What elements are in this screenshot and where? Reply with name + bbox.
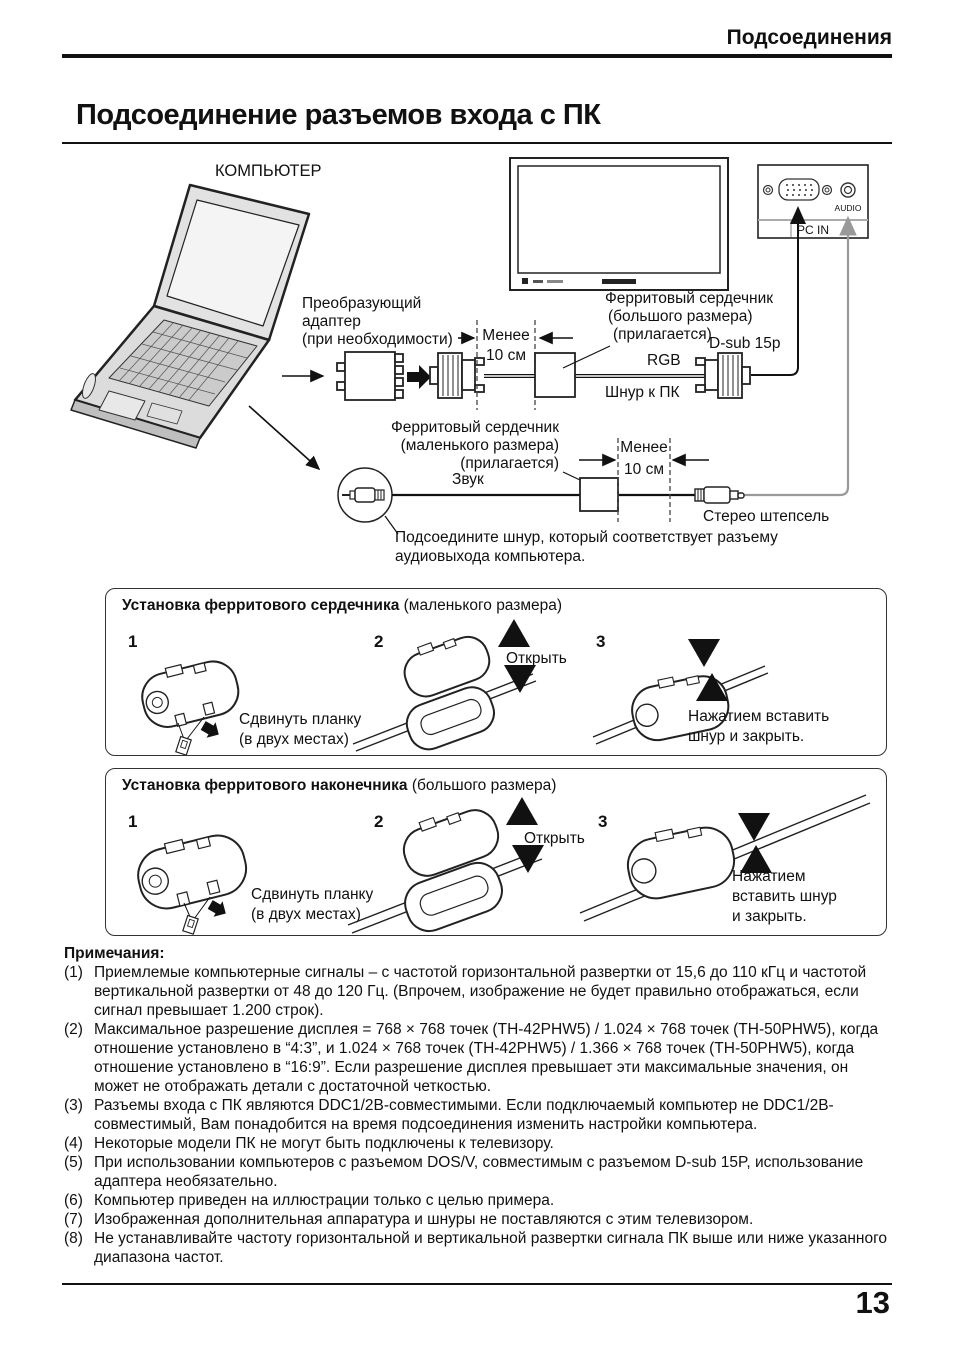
svg-text:2: 2 <box>374 632 383 651</box>
laptop-to-audio-arrow <box>248 405 321 471</box>
note-item: (6) Компьютер приведен на иллюстрации то… <box>64 1192 555 1209</box>
audio-label: AUDIO <box>835 203 862 213</box>
note-item: (5) При использовании компьютеров с разъ… <box>64 1154 864 1190</box>
box2-step2-core <box>347 809 543 934</box>
vga-connector-left <box>429 352 485 399</box>
dsub-port <box>778 178 820 201</box>
svg-text:(большого размера): (большого размера) <box>608 308 753 325</box>
dimension-10cm-audio: Менее 10 см <box>579 438 709 522</box>
svg-text:10 см: 10 см <box>486 347 526 364</box>
svg-text:(в двух местах): (в двух местах) <box>239 731 349 748</box>
svg-text:(в двух местах): (в двух местах) <box>251 906 361 923</box>
note-item: (1) Приемлемые компьютерные сигналы – с … <box>64 964 867 1019</box>
svg-text:Подсоедините шнур, который соо: Подсоедините шнур, который соответствует… <box>395 529 778 546</box>
svg-text:1: 1 <box>128 632 137 651</box>
svg-text:(при необходимости): (при необходимости) <box>302 331 453 348</box>
svg-text:1: 1 <box>128 812 137 831</box>
ferrite-large-pointer <box>562 345 611 369</box>
notes-heading: Примечания: <box>64 945 165 962</box>
note-item: (7) Изображенная дополнительная аппарату… <box>64 1211 754 1228</box>
slide-arrow <box>207 900 226 917</box>
svg-text:и закрыть.: и закрыть. <box>732 908 807 925</box>
vga-connector-right <box>695 352 751 399</box>
header-rule <box>62 54 892 58</box>
svg-text:Менее: Менее <box>620 439 668 456</box>
box1-illustration: 1 <box>128 619 829 755</box>
ferrite-core-large <box>534 352 576 398</box>
box2-title: Установка ферритового наконечника (больш… <box>122 777 557 794</box>
rgb-label: RGB <box>647 352 681 369</box>
svg-text:(прилагается): (прилагается) <box>613 326 712 343</box>
ferrite-core-small <box>579 477 619 512</box>
conversion-adapter <box>336 351 404 401</box>
adapter-label: Преобразующий адаптер (при необходимости… <box>302 295 453 348</box>
svg-text:вставить шнур: вставить шнур <box>732 888 837 905</box>
note-item: (3) Разъемы входа с ПК являются DDC1/2B-… <box>64 1097 834 1133</box>
rgb-line-to-panel <box>751 206 806 376</box>
svg-text:2: 2 <box>374 812 383 831</box>
svg-text:адаптер: адаптер <box>302 313 361 330</box>
svg-text:Нажатием вставить: Нажатием вставить <box>688 708 829 725</box>
svg-text:Нажатием: Нажатием <box>732 868 806 885</box>
ferrite-large-instructions: Установка ферритового наконечника (больш… <box>105 768 887 936</box>
sound-label: Звук <box>452 471 484 488</box>
box1-step2-core <box>352 635 537 752</box>
svg-text:Ферритовый сердечник: Ферритовый сердечник <box>605 290 773 307</box>
footer-rule <box>62 1283 892 1285</box>
audio-jack <box>840 182 856 198</box>
dsub-label: D-sub 15p <box>709 335 781 352</box>
box1-step1-core <box>141 660 240 755</box>
svg-text:Преобразующий: Преобразующий <box>302 295 421 312</box>
pc-in-panel: AUDIO PC IN <box>757 164 869 239</box>
cord-to-pc-label: Шнур к ПК <box>605 384 680 401</box>
svg-text:3: 3 <box>598 812 607 831</box>
svg-text:аудиовыхода компьютера.: аудиовыхода компьютера. <box>395 548 585 565</box>
box2-step1-core <box>137 834 248 935</box>
box2-step3-core <box>579 794 871 922</box>
ferrite-large-label: Ферритовый сердечник (большого размера) … <box>605 290 773 343</box>
computer-label: КОМПЬЮТЕР <box>215 162 322 180</box>
box1-close-label: Нажатием вставить шнур и закрыть. <box>688 708 829 745</box>
pc-in-label: PC IN <box>797 223 829 237</box>
ferrite-small-label: Ферритовый сердечник (маленького размера… <box>391 419 559 472</box>
svg-text:(прилагается): (прилагается) <box>460 455 559 472</box>
svg-text:Ферритовый сердечник: Ферритовый сердечник <box>391 419 559 436</box>
notes-section: Примечания: (1) Приемлемые компьютерные … <box>64 944 892 1267</box>
box2-close-label: Нажатием вставить шнур и закрыть. <box>732 868 837 925</box>
box1-slide-label: Сдвинуть планку (в двух местах) <box>239 711 361 748</box>
audio-minijack <box>337 467 393 523</box>
box1-title: Установка ферритового сердечника (малень… <box>122 597 563 614</box>
adapter-to-connector-arrow <box>407 365 431 389</box>
box1-open-label: Открыть <box>506 650 567 667</box>
page-title: Подсоединение разъемов входа с ПК <box>76 99 601 131</box>
audio-note: Подсоедините шнур, который соответствует… <box>395 529 778 565</box>
stereo-plug-label: Стерео штепсель <box>703 508 829 525</box>
note-item: (2) Максимальное разрешение дисплея = 76… <box>64 1021 879 1095</box>
stereo-plug <box>694 486 745 504</box>
svg-text:шнур и закрыть.: шнур и закрыть. <box>688 728 804 745</box>
tv-illustration <box>509 157 729 291</box>
title-rule <box>62 142 892 144</box>
tv-logo <box>602 279 636 284</box>
laptop-illustration <box>70 183 311 449</box>
svg-text:3: 3 <box>596 632 605 651</box>
connection-diagram: КОМПЬЮТЕР <box>70 157 869 565</box>
audio-note-pointer <box>384 515 399 535</box>
note-item: (4) Некоторые модели ПК не могут быть по… <box>64 1135 554 1152</box>
page-header: Подсоединения <box>726 26 892 49</box>
note-item: (8) Не устанавливайте частоту горизонтал… <box>64 1230 888 1266</box>
svg-text:Менее: Менее <box>482 327 530 344</box>
box2-illustration: 1 <box>128 794 871 935</box>
page-number: 13 <box>855 1285 890 1320</box>
svg-text:Сдвинуть планку: Сдвинуть планку <box>239 711 361 728</box>
svg-text:(маленького размера): (маленького размера) <box>401 437 559 454</box>
box2-open-label: Открыть <box>524 830 585 847</box>
box2-slide-label: Сдвинуть планку (в двух местах) <box>251 886 373 923</box>
ferrite-small-instructions: Установка ферритового сердечника (малень… <box>105 588 887 756</box>
slide-arrow <box>200 721 219 738</box>
audio-line-to-panel <box>744 215 857 497</box>
svg-text:Сдвинуть планку: Сдвинуть планку <box>251 886 373 903</box>
svg-text:10 см: 10 см <box>624 461 664 478</box>
